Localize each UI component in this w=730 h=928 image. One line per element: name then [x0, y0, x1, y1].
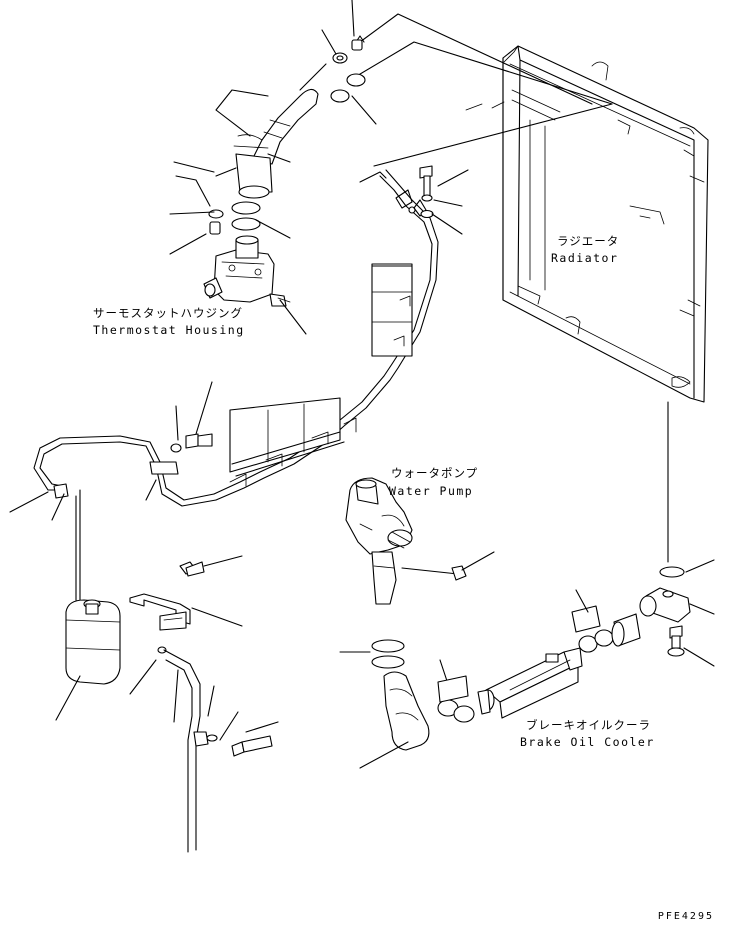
- drawing-code: PFE4295: [657, 911, 714, 922]
- water-pump-label-en: Water Pump: [389, 484, 474, 498]
- cooler-fittings: [571, 401, 715, 667]
- thermostat-housing: [203, 201, 291, 307]
- thermostat-upper-hose: [175, 63, 327, 207]
- radiator-label-jp: ラジエータ: [557, 234, 620, 248]
- radiator: [502, 45, 709, 403]
- tank-bracket: [129, 555, 243, 631]
- bolt-washer-upper: [419, 165, 469, 235]
- radiator-label-en: Radiator: [551, 251, 619, 265]
- reserve-tank: [9, 483, 121, 721]
- upper-lines: [330, 13, 613, 167]
- water-pump-label-jp: ウォータポンプ: [391, 466, 479, 480]
- water-pump: [345, 477, 495, 605]
- clamp-left-middle: [145, 381, 213, 501]
- tank-drain-hose: [129, 646, 279, 853]
- brake-oil-cooler: [477, 647, 583, 719]
- thermostat-label-jp: サーモスタットハウジング: [93, 306, 243, 320]
- pump-lower-hose: [339, 639, 475, 769]
- thermostat-label-en: Thermostat Housing: [93, 323, 245, 337]
- bleed-line: [33, 169, 439, 507]
- thermostat-leaders: [169, 0, 377, 335]
- brake-oil-cooler-label-jp: ブレーキオイルクーラ: [526, 718, 651, 732]
- brake-oil-cooler-label-en: Brake Oil Cooler: [520, 735, 655, 749]
